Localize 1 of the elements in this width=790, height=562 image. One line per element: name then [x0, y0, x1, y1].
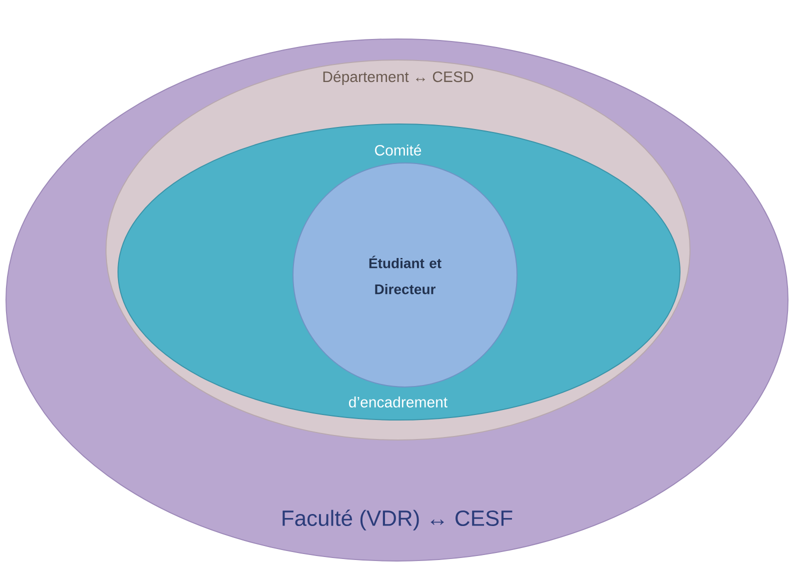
circle-region: Étudiant et Directeur — [292, 162, 518, 388]
